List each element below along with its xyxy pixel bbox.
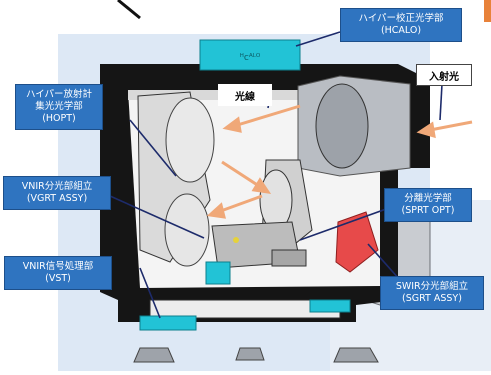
leader-lines: [109, 31, 443, 319]
incident-arrow: [429, 120, 473, 132]
leg-right: [333, 347, 379, 363]
light-arrow-3: [217, 194, 263, 214]
light-arrow-2: [221, 160, 263, 190]
leader-hcalo: [295, 31, 341, 47]
callout-sprt-line2: (SPRT OPT): [401, 205, 455, 216]
callout-hopt: ハイパー放射計 集光光学部 (HOPT): [15, 84, 103, 130]
leader-sprt: [299, 203, 401, 241]
callout-hopt-line2: 集光光学部: [35, 101, 83, 112]
vst-green-block: [205, 261, 231, 285]
leader-vst: [139, 267, 161, 319]
callout-hopt-line1: ハイパー放射計: [25, 89, 93, 100]
center-mirror: [259, 169, 293, 231]
callout-sgrt: SWIR分光部組立 (SGRT ASSY): [380, 276, 484, 310]
light-arrow-2-head: [251, 177, 272, 194]
hopt-mirror-upper: [165, 97, 215, 183]
leg-center: [235, 347, 265, 361]
leader-hopt: [129, 119, 177, 177]
leader-incident: [439, 83, 443, 121]
light-arrow-1-head: [222, 116, 242, 133]
callout-hcalo-line2: (HCALO): [380, 25, 422, 36]
callout-hopt-line3: (HOPT): [42, 113, 76, 124]
sprt-block: [271, 249, 307, 267]
label-light-ray: 光線: [218, 84, 272, 106]
hcalo-block-marking: ᴴᴄᴬᴸᴼ: [240, 53, 261, 63]
callout-sgrt-line2: (SGRT ASSY): [402, 293, 462, 304]
label-incident-light: 入射光: [416, 64, 472, 86]
callout-hcalo: ハイパー校正光学部 (HCALO): [340, 8, 462, 42]
callout-sgrt-line1: SWIR分光部組立: [395, 281, 469, 292]
callout-sprt: 分離光学部 (SPRT OPT): [384, 188, 472, 222]
base-tray: [149, 299, 341, 319]
light-arrow-1: [233, 104, 301, 128]
callout-vgrt-line1: VNIR分光部組立: [21, 181, 93, 192]
incident-port-opening: [315, 83, 369, 169]
leg-left: [133, 347, 175, 363]
vgrt-marker: [233, 237, 239, 243]
light-arrow-3-head: [206, 202, 226, 219]
incident-arrow-head: [416, 121, 436, 139]
orange-tab: [484, 0, 491, 22]
callout-sprt-line1: 分離光学部: [404, 193, 452, 204]
callout-vst-line1: VNIR信号処理部: [22, 261, 94, 272]
top-leader-line: [117, 0, 141, 20]
right-base-block: [309, 299, 351, 313]
leader-vgrt: [109, 195, 205, 239]
callout-vgrt: VNIR分光部組立 (VGRT ASSY): [3, 176, 111, 210]
callout-vst-line2: (VST): [45, 273, 71, 284]
callout-vst: VNIR信号処理部 (VST): [4, 256, 112, 290]
vst-base-block: [139, 315, 197, 331]
callout-hcalo-line1: ハイパー校正光学部: [358, 13, 444, 24]
hcalo-block: [199, 39, 301, 71]
leader-sgrt: [367, 243, 401, 281]
swir-red-block: [335, 211, 379, 273]
light-path-arrows: [206, 104, 473, 219]
callout-vgrt-line2: (VGRT ASSY): [26, 193, 88, 204]
